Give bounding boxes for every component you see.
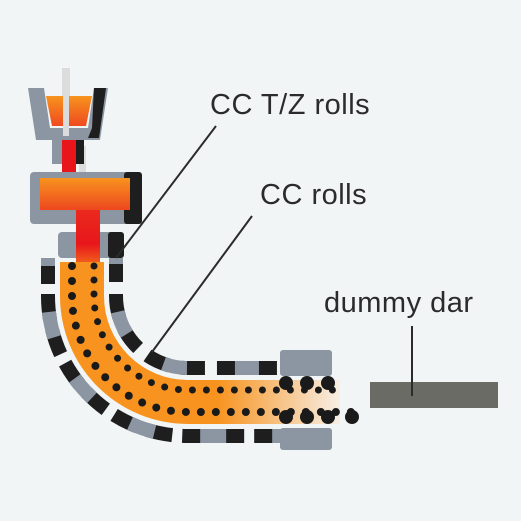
- mold: [30, 172, 142, 224]
- outer-roll-guide-grey: [41, 258, 284, 443]
- straightener-block-top: [280, 350, 332, 376]
- cc-rolls-leader: [151, 215, 253, 353]
- label-cc-rolls: CC rolls: [260, 179, 367, 211]
- dummy-bar: [370, 382, 498, 408]
- steel-strand: [60, 262, 340, 424]
- straightener-block-bottom: [280, 428, 332, 450]
- mold-stopper-rod: [79, 146, 86, 186]
- inner-roll-guide: [109, 258, 284, 375]
- label-dummy-bar: dummy dar: [324, 287, 474, 319]
- inner-roll-dots: [90, 262, 338, 394]
- outer-roll-dots: [68, 262, 360, 416]
- inner-roll-guide-grey: [109, 258, 284, 375]
- tz-rolls-leader: [115, 125, 217, 259]
- ladle-stopper-rod: [62, 68, 70, 96]
- straightener-rolls: [279, 376, 359, 424]
- ladle: [28, 88, 108, 140]
- ladle-nozzle: [62, 140, 76, 176]
- label-tz-rolls: CC T/Z rolls: [210, 89, 370, 121]
